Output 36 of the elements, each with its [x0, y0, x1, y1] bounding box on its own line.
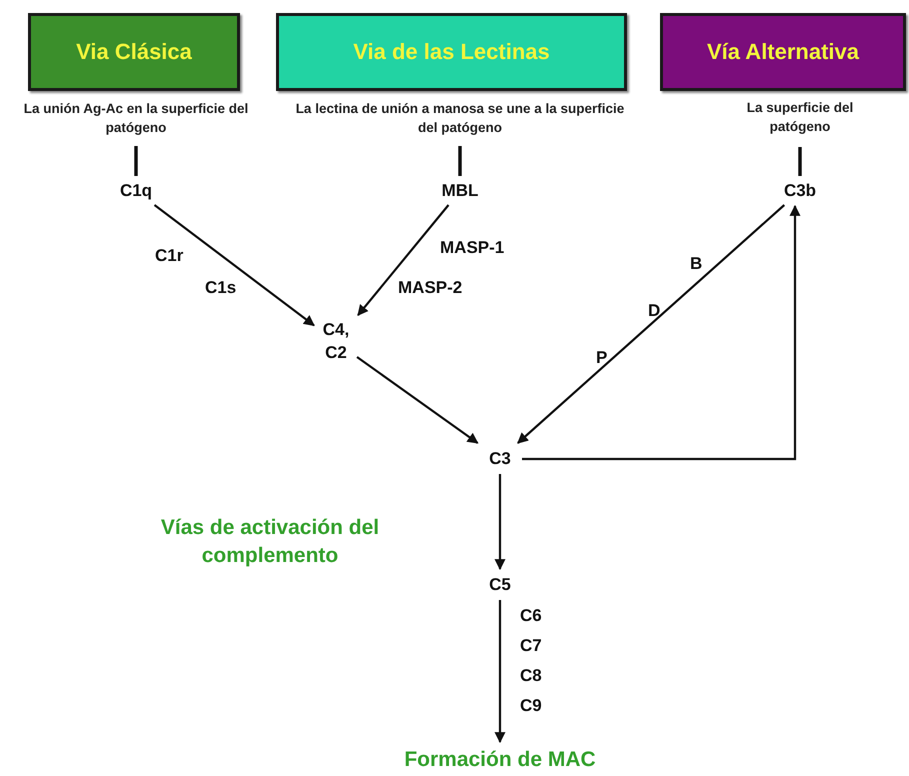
component-label: B [690, 254, 702, 274]
description-text: La lectina de unión a manosa se une a la superficie del patógeno [285, 95, 635, 143]
component-label: C8 [520, 666, 542, 686]
pathway-title: Via de las Lectinas [353, 38, 550, 66]
connector-line [134, 146, 138, 176]
component-label: D [648, 301, 660, 321]
connector-line [458, 146, 462, 176]
pathway-header-box [276, 13, 627, 91]
component-label: C6 [520, 606, 542, 626]
component-label: C7 [520, 636, 542, 656]
result-text: Formación de MAC [385, 746, 615, 774]
description-text: La unión Ag-Ac en la superficie del patógeno [11, 95, 261, 143]
component-label: MASP-1 [440, 238, 504, 258]
arrow [357, 204, 450, 316]
pathway-header-box [28, 13, 240, 91]
pathway-title: Via Clásica [76, 38, 192, 66]
arrow [494, 474, 506, 570]
component-label: C1s [205, 278, 236, 298]
complement-component: C5 [481, 573, 519, 597]
complement-component: C3 [481, 447, 519, 471]
component-label: C1r [155, 246, 184, 266]
component-label: MASP-2 [398, 278, 462, 298]
complement-component: C3b [775, 180, 825, 202]
description-text: La superficie del patógeno [730, 92, 870, 144]
pathway-header-box [660, 13, 906, 91]
component-label: P [596, 348, 608, 368]
pathway-title: Vía Alternativa [706, 38, 860, 66]
component-label: C9 [520, 696, 542, 716]
arrow [154, 204, 315, 326]
complement-component: MBL [434, 180, 486, 202]
arrow [494, 600, 506, 744]
complement-component: C1q [113, 180, 159, 202]
connector-line [798, 147, 802, 176]
arrow [356, 356, 478, 444]
complement-component: C4, C2 [318, 318, 354, 366]
diagram-note: Vías de activación del complemento [160, 515, 380, 570]
